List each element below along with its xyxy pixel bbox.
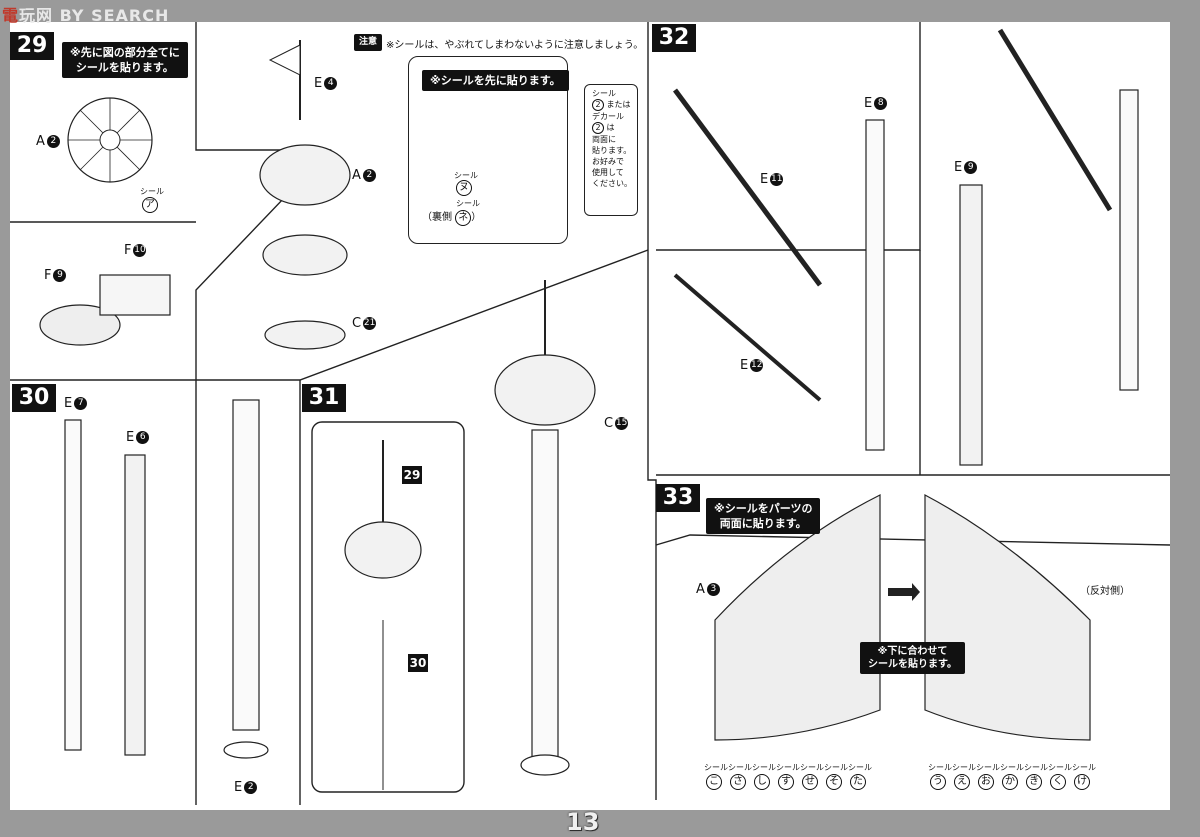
right-seal-0: う <box>930 774 946 790</box>
right-seal-caption: シール <box>1000 763 1024 772</box>
sticker-ne: （裏側 ネ） <box>422 208 481 226</box>
left-seal-0: こ <box>706 774 722 790</box>
right-seal-caption: シール <box>928 763 952 772</box>
step-30-badge: 30 <box>12 384 56 412</box>
sticker-side-text: シール 2 または デカール 2 は 両面に 貼ります。 お好みで 使用して く… <box>592 89 632 188</box>
divider-step33-arc <box>655 534 1171 546</box>
right-seal-4: き <box>1026 774 1042 790</box>
align-note: ※下に合わせてシールを貼ります。 <box>860 642 965 674</box>
sticker-a-label: ア <box>142 197 158 213</box>
right-seal-6: け <box>1074 774 1090 790</box>
watermark: 電玩网 BY SEARCH <box>2 6 170 25</box>
sticker-ne-caption: シール <box>456 199 480 208</box>
right-seal-caption: シール <box>1024 763 1048 772</box>
mast-assembled-shape <box>232 399 260 731</box>
right-seal-5: く <box>1050 774 1066 790</box>
mast-e7-shape <box>64 419 82 751</box>
right-seal-2: お <box>978 774 994 790</box>
sticker-nu: ヌ <box>456 180 472 196</box>
crows-nest-disc <box>264 320 346 350</box>
ref-step-30: 30 <box>408 654 428 672</box>
left-seal-1: さ <box>730 774 746 790</box>
step-29-note: ※先に図の部分全てにシールを貼ります。 <box>62 42 188 78</box>
mast-e6-shape <box>124 454 146 756</box>
left-seal-caption: シール <box>776 763 800 772</box>
left-seal-caption: シール <box>824 763 848 772</box>
sticker-a-caption: シール <box>140 187 164 196</box>
right-seal-caption: シール <box>1048 763 1072 772</box>
right-seal-caption: シール <box>976 763 1000 772</box>
ref-step-29: 29 <box>402 466 422 484</box>
step-29-badge: 29 <box>10 32 54 60</box>
divider-vertical-main <box>647 22 657 800</box>
f10-part-shape <box>99 274 171 316</box>
right-seal-3: か <box>1002 774 1018 790</box>
sail-right-shape <box>924 494 1091 741</box>
step-32-badge: 32 <box>652 24 696 52</box>
page-number: 13 <box>566 808 600 836</box>
caution-text: ※シールは、やぶれてしまわないように注意しましょう。 <box>386 40 644 51</box>
right-seal-1: え <box>954 774 970 790</box>
left-seal-4: せ <box>802 774 818 790</box>
left-seal-2: し <box>754 774 770 790</box>
right-seal-caption: シール <box>1072 763 1096 772</box>
sail-left-shape <box>714 494 881 741</box>
step-31-badge: 31 <box>302 384 346 412</box>
arrow-right-icon <box>888 583 920 601</box>
left-seal-caption: シール <box>800 763 824 772</box>
left-seal-caption: シール <box>704 763 728 772</box>
caution-badge: 注意 <box>354 34 383 51</box>
left-seal-caption: シール <box>728 763 752 772</box>
step-33-badge: 33 <box>656 484 700 512</box>
left-seal-caption: シール <box>848 763 872 772</box>
sticker-nu-caption: シール <box>454 171 478 180</box>
left-seal-6: た <box>850 774 866 790</box>
crows-nest-base <box>262 234 348 276</box>
left-seal-5: そ <box>826 774 842 790</box>
step-33-note: ※シールをパーツの両面に貼ります。 <box>706 498 821 534</box>
left-seal-3: す <box>778 774 794 790</box>
opposite-side-label: （反対側） <box>1080 586 1130 597</box>
right-seal-caption: シール <box>952 763 976 772</box>
sticker-box-title: ※シールを先に貼ります。 <box>422 70 569 91</box>
left-seal-caption: シール <box>752 763 776 772</box>
crows-nest-top <box>259 144 351 206</box>
